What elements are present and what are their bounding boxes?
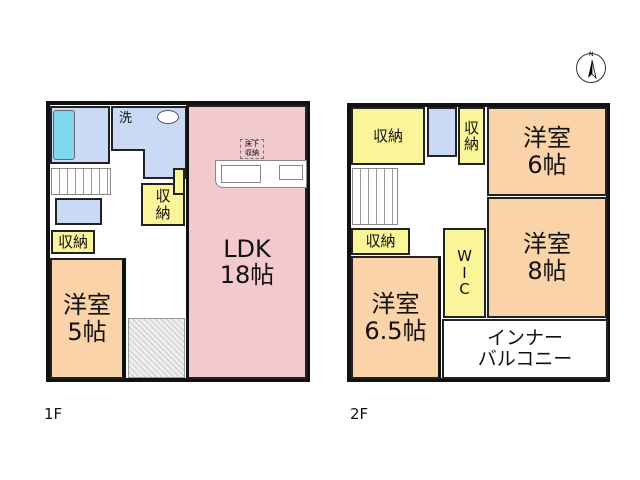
- floor1-label: 1F: [44, 405, 63, 423]
- kitchen-counter: [215, 160, 307, 188]
- inner-balcony: インナー バルコニー: [442, 319, 608, 379]
- bathtub: [53, 110, 75, 160]
- western-room-5: 洋室 5帖: [50, 258, 126, 379]
- walk-in-closet: W I C: [443, 228, 486, 318]
- western-room-8: 洋室 8帖: [487, 197, 607, 318]
- floor2-label: 2F: [350, 405, 369, 423]
- western-room-6-5: 洋室 6.5帖: [351, 256, 441, 379]
- storage-small: [173, 168, 185, 195]
- stairs-1f: [51, 168, 111, 195]
- wash-label: 洗: [119, 111, 133, 126]
- storage-2: 収納: [351, 228, 410, 255]
- wash-basin: [157, 110, 179, 124]
- toilet-1f: [55, 198, 102, 225]
- stairs-2f: [352, 168, 398, 225]
- floor1-outline: [46, 101, 310, 382]
- entrance: [128, 318, 185, 378]
- sink: [221, 165, 261, 183]
- toilet-2f: [427, 107, 457, 157]
- storage-hall: 収 納: [141, 183, 185, 226]
- western-room-6: 洋室 6帖: [487, 107, 607, 196]
- north-compass-icon: N: [576, 51, 606, 83]
- stove: [279, 165, 303, 180]
- storage-tl: 収納: [351, 107, 425, 165]
- storage-small-2f: 収 納: [458, 107, 485, 165]
- storage-left: 収納: [51, 230, 95, 254]
- underfloor-storage: 床下 収納: [240, 139, 264, 159]
- ldk: LDK 18帖: [186, 105, 307, 379]
- floor2-outline: [347, 103, 610, 382]
